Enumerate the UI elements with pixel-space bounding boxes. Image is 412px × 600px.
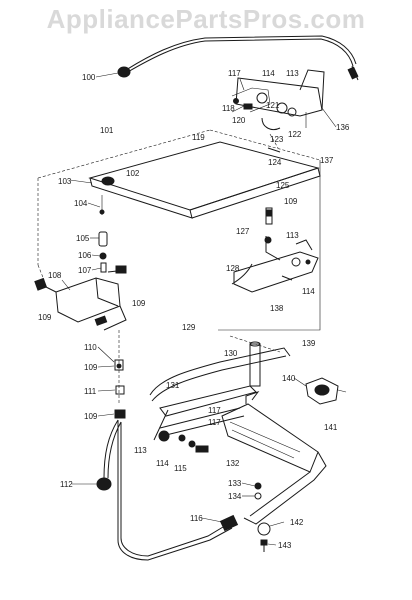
part-labels: 100 117 114 113 121 118 120 122 123 136 … [38,69,350,550]
label-108: 108 [48,271,62,280]
label-107: 107 [78,266,92,275]
label-109-lower: 109 [84,412,98,421]
label-102: 102 [126,169,140,178]
label-124: 124 [268,158,282,167]
mid-valve-assembly [231,207,319,293]
label-118: 118 [222,104,235,113]
leader-lines [61,72,337,546]
label-113: 113 [286,69,299,78]
label-111: 111 [84,387,97,396]
upper-valve-assembly [231,69,325,153]
label-121: 121 [266,101,280,110]
label-117: 117 [228,69,241,78]
label-137: 137 [320,156,334,165]
label-130: 130 [224,349,238,358]
label-131: 131 [166,381,180,390]
label-125: 125 [276,181,290,190]
label-139: 139 [302,339,316,348]
label-117-lower: 117 [208,406,221,415]
label-138: 138 [270,304,284,313]
label-113-mid: 113 [286,231,299,240]
igniter-140 [305,377,347,405]
label-114-mid: 114 [302,287,315,296]
label-109-left: 109 [38,313,52,322]
label-140: 140 [282,374,296,383]
label-123: 123 [270,135,284,144]
label-142: 142 [290,518,304,527]
label-120: 120 [232,116,246,125]
watermark-text: AppliancePartsPros.com [46,4,366,34]
label-114: 114 [262,69,275,78]
label-112: 112 [60,480,73,489]
label-101: 101 [100,126,114,135]
label-119: 119 [192,133,205,142]
label-117-lowest: 117 [208,418,221,427]
label-136: 136 [336,123,350,132]
label-129: 129 [182,323,196,332]
label-132: 132 [226,459,240,468]
label-110: 110 [84,343,97,352]
label-104: 104 [74,199,88,208]
top-burner-box [37,129,321,331]
label-116: 116 [190,514,203,523]
left-manifold [34,231,127,331]
label-100: 100 [82,73,96,82]
label-128: 128 [226,264,240,273]
label-106: 106 [78,251,92,260]
label-105: 105 [76,234,90,243]
label-134: 134 [228,492,242,501]
lower-tubing [114,330,291,441]
label-133: 133 [228,479,242,488]
label-113-lower: 113 [134,446,147,455]
upper-gas-tube [117,35,359,81]
label-127: 127 [236,227,250,236]
label-122: 122 [288,130,302,139]
label-103: 103 [58,177,72,186]
label-141: 141 [324,423,338,432]
bottom-burner-assembly [96,391,327,561]
label-114-lower: 114 [156,459,169,468]
label-115: 115 [174,464,187,473]
label-143: 143 [278,541,292,550]
label-109-mid: 109 [84,363,98,372]
label-109-upper: 109 [284,197,298,206]
label-109-right: 109 [132,299,146,308]
